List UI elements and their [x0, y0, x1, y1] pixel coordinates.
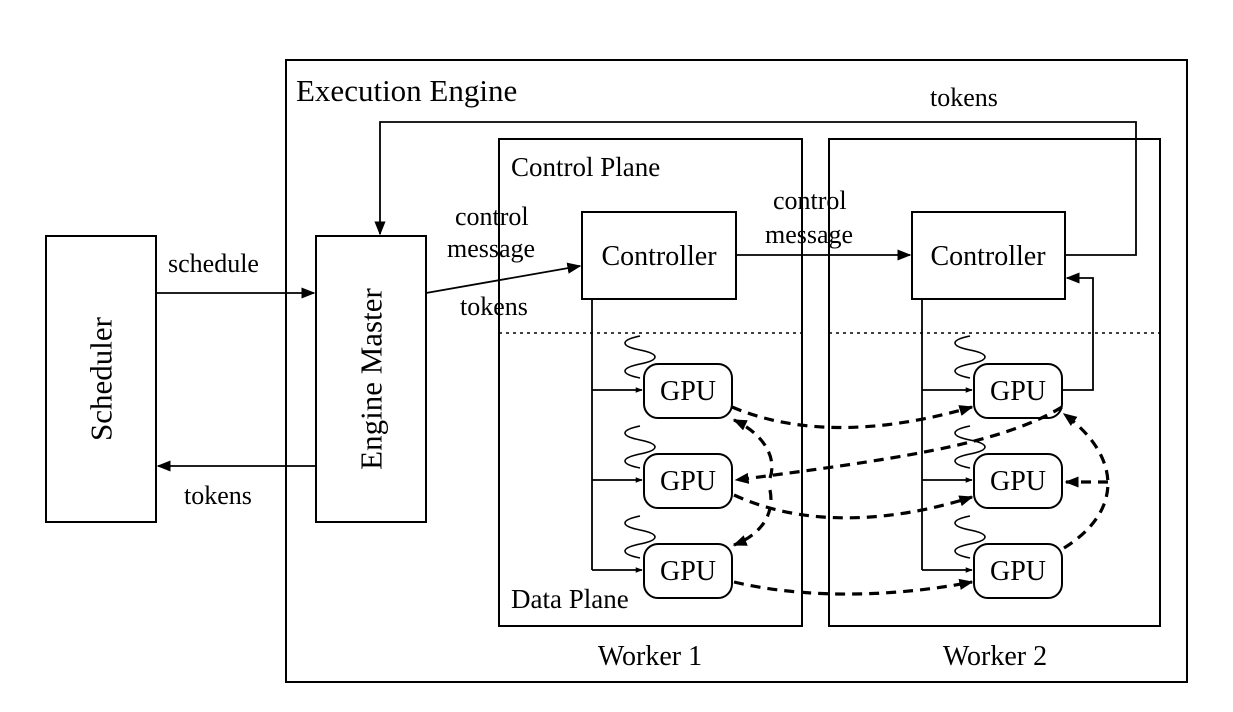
control-plane-label: Control Plane — [511, 152, 660, 182]
gpu-label: GPU — [990, 376, 1046, 407]
gpu-process-icon — [624, 335, 656, 379]
gpu-process-icon — [954, 425, 986, 469]
control-message-2-line2: message — [765, 220, 853, 249]
gpu-box — [973, 453, 1063, 509]
execution-engine-box — [285, 59, 1188, 683]
control-message-1-line2: message — [447, 234, 535, 263]
worker-1-gpu-2: GPU — [624, 425, 733, 509]
master-to-controller-1-arrow — [425, 262, 582, 294]
transfer-w1gpu2-to-w1gpu3 — [732, 489, 773, 547]
transfer-w1gpu2-to-w2gpu2 — [733, 493, 974, 520]
worker-2-label: Worker 2 — [943, 641, 1047, 672]
gpu-box — [643, 453, 733, 509]
tokens-to-scheduler-label: tokens — [184, 481, 252, 510]
controller-1-label: Controller — [601, 241, 717, 272]
worker-2-gpu-1-to-controller-2-arrow — [1062, 272, 1094, 391]
worker-1-gpu-1: GPU — [624, 335, 733, 419]
tokens-feedback-label: tokens — [930, 83, 998, 112]
worker-2-box — [828, 138, 1161, 627]
scheduler-label: Scheduler — [84, 316, 119, 441]
gpu-process-icon — [954, 515, 986, 559]
worker-1-box — [498, 138, 803, 627]
transfer-w1gpu1-to-w2gpu1 — [731, 405, 974, 430]
gpu-label: GPU — [660, 376, 716, 407]
schedule-edge-label: schedule — [168, 249, 259, 278]
gpu-label: GPU — [660, 466, 716, 497]
execution-engine-label: Execution Engine — [296, 73, 517, 108]
tokens-feedback-arrow — [374, 121, 1137, 256]
engine-master-label: Engine Master — [354, 288, 389, 470]
transfer-w1gpu3-to-w2gpu3 — [733, 578, 974, 596]
gpu-label: GPU — [990, 466, 1046, 497]
gpu-label: GPU — [660, 556, 716, 587]
worker-2-gpu-2: GPU — [954, 425, 1063, 509]
tokens-to-controller-label: tokens — [460, 292, 528, 321]
control-message-2-line1: control — [773, 186, 847, 215]
worker-1-gpu-3: GPU — [624, 515, 733, 599]
transfer-w1gpu2-to-w1gpu1 — [732, 418, 774, 479]
gpu-box — [973, 363, 1063, 419]
gpu-label: GPU — [990, 556, 1046, 587]
controller-2-label: Controller — [930, 241, 1046, 272]
gpu-process-icon — [624, 515, 656, 559]
scheduler-box — [45, 235, 157, 523]
gpu-process-icon — [954, 335, 986, 379]
gpu-box — [643, 543, 733, 599]
engine-master-box — [315, 235, 427, 523]
gpu-box — [973, 543, 1063, 599]
gpu-box — [643, 363, 733, 419]
worker-2-gpu-3: GPU — [954, 515, 1063, 599]
gpu-process-icon — [624, 425, 656, 469]
data-plane-label: Data Plane — [511, 584, 629, 614]
worker-2-gpu-1: GPU — [954, 335, 1063, 419]
transfer-w2gpu3-to-w2gpu1 — [1062, 412, 1110, 550]
control-message-1-line1: control — [455, 202, 529, 231]
transfer-w2gpu1-to-w1gpu2 — [734, 405, 1063, 484]
worker-1-label: Worker 1 — [598, 641, 702, 672]
